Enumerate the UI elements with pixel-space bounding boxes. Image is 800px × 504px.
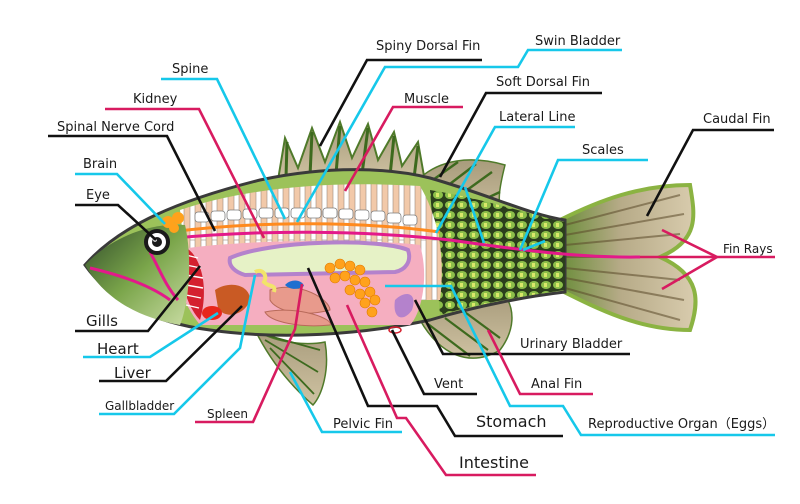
leader-line-reproductive-organ	[385, 284, 775, 437]
label-swim-bladder: Swin Bladder	[535, 34, 621, 49]
fish-body	[83, 168, 641, 337]
label-soft-dorsal-fin: Soft Dorsal Fin	[496, 75, 590, 90]
pelvic-fin-shape	[253, 328, 328, 407]
leader-line-spine	[161, 77, 287, 220]
leader-line-muscle	[343, 105, 463, 192]
leader-line-vent	[390, 329, 477, 396]
leader-line-spinal-nerve-cord	[48, 134, 217, 232]
label-spine: Spine	[172, 62, 208, 77]
leader-line-heart	[83, 311, 219, 359]
leader-line-spleen	[195, 283, 304, 424]
leader-line-caudal-fin	[645, 128, 774, 217]
label-intestine: Intestine	[459, 453, 529, 472]
leader-line-gallbladder	[99, 274, 257, 416]
label-lateral-line: Lateral Line	[499, 110, 575, 125]
leader-line-gills	[75, 265, 202, 333]
label-pelvic-fin: Pelvic Fin	[333, 417, 393, 432]
leader-lines	[48, 48, 775, 477]
leader-line-pelvic-fin	[288, 371, 402, 434]
leader-line-fin-rays-l	[661, 255, 718, 291]
leader-line-eye	[75, 203, 157, 241]
spiny-dorsal-fin-shape	[276, 119, 426, 182]
leader-line-swim-bladder	[295, 48, 622, 223]
label-spiny-dorsal-fin: Spiny Dorsal Fin	[376, 39, 480, 54]
label-caudal-fin: Caudal Fin	[703, 112, 771, 127]
label-fin-rays: Fin Rays	[723, 242, 773, 256]
leader-line-brain	[75, 172, 166, 225]
label-vent: Vent	[434, 377, 463, 392]
leader-line-lateral-line	[434, 125, 575, 234]
label-reproductive-organ: Reproductive Organ（Eggs）	[588, 417, 775, 432]
leader-line-soft-dorsal-fin	[438, 91, 602, 178]
label-stomach: Stomach	[476, 412, 547, 431]
leader-line-urinary-bladder	[413, 299, 630, 356]
label-scales: Scales	[582, 143, 624, 158]
leader-line-anal-fin	[486, 329, 593, 396]
label-liver: Liver	[114, 364, 152, 382]
label-gallbladder: Gallbladder	[105, 399, 174, 413]
leader-line-stomach	[306, 267, 563, 438]
label-spleen: Spleen	[207, 407, 248, 421]
leader-line-scales-b	[522, 239, 546, 252]
leader-line-spiny-dorsal-fin	[318, 58, 482, 147]
leader-line-fin-rays-u	[661, 228, 718, 259]
leader-line-lateral-line-b	[463, 186, 486, 244]
leader-line-intestine	[345, 304, 536, 477]
label-spinal-nerve-cord: Spinal Nerve Cord	[57, 120, 174, 135]
label-brain: Brain	[83, 157, 117, 172]
leader-line-liver	[99, 305, 243, 383]
label-urinary-bladder: Urinary Bladder	[520, 337, 623, 352]
label-anal-fin: Anal Fin	[531, 377, 582, 392]
leader-line-scales	[518, 158, 648, 251]
label-kidney: Kidney	[133, 92, 178, 107]
label-heart: Heart	[97, 340, 139, 358]
leader-line-kidney	[105, 107, 266, 239]
label-eye: Eye	[86, 188, 110, 203]
label-muscle: Muscle	[404, 92, 449, 107]
label-gills: Gills	[86, 312, 118, 330]
